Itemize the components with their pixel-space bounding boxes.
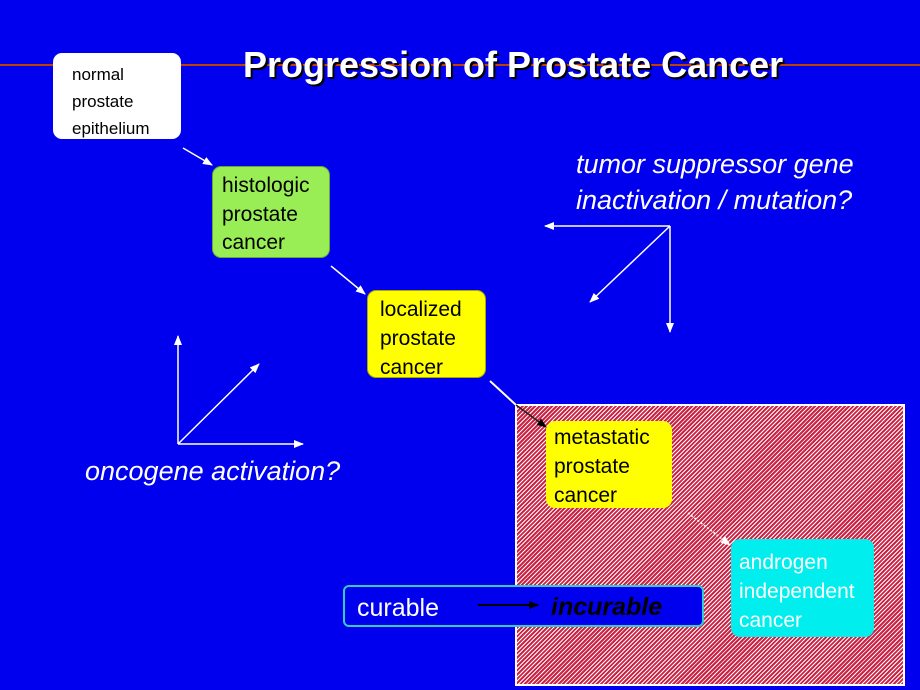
tumor-axis-diagonal-arrow-icon (589, 225, 671, 303)
arrow-normal-to-histologic-icon (182, 147, 213, 166)
stage-localized-line-3: cancer (380, 356, 444, 379)
curable-label: curable (357, 594, 439, 622)
arrow-metastatic-to-androgen-icon (687, 512, 731, 546)
stage-localized-line-1: localized (380, 298, 462, 321)
stage-androgen-line-3: cancer (739, 609, 803, 632)
tumor-suppressor-line-1: tumor suppressor gene (576, 149, 854, 179)
stage-androgen-line-2: independent (739, 580, 855, 603)
stage-normal-line-1: normal (72, 65, 124, 84)
stage-metastatic-cancer: metastatic prostate cancer (546, 421, 672, 508)
oncogene-activation-label: oncogene activation? (85, 456, 341, 486)
arrow-histologic-to-localized-icon (330, 265, 366, 295)
oncogene-axis-diagonal-arrow-icon (177, 363, 260, 445)
page-title: Progression of Prostate Cancer (243, 44, 784, 85)
stage-normal-epithelium: normal prostate epithelium (53, 53, 181, 139)
tumor-suppressor-label: tumor suppressor gene inactivation / mut… (576, 146, 854, 218)
stage-localized-line-2: prostate (380, 327, 456, 350)
stage-normal-line-2: prostate (72, 92, 134, 111)
arrow-localized-to-metastatic-white-icon (489, 380, 517, 406)
tumor-suppressor-line-2: inactivation / mutation? (576, 185, 853, 215)
stage-localized-cancer: localized prostate cancer (367, 290, 486, 379)
stage-normal-line-3: epithelium (72, 119, 150, 138)
incurable-label: incurable (551, 593, 663, 621)
stage-androgen-independent-cancer: androgen independent cancer (731, 539, 874, 637)
stage-metastatic-line-3: cancer (554, 484, 618, 507)
arrow-localized-to-metastatic-dark-icon (515, 404, 547, 428)
stage-metastatic-line-2: prostate (554, 455, 630, 478)
stage-histologic-cancer: histologic prostate cancer (212, 166, 330, 258)
stage-histologic-line-1: histologic (222, 174, 310, 197)
stage-androgen-line-1: androgen (739, 551, 828, 574)
stage-histologic-line-3: cancer (222, 231, 286, 254)
stage-metastatic-line-1: metastatic (554, 426, 650, 449)
stage-histologic-line-2: prostate (222, 202, 298, 226)
